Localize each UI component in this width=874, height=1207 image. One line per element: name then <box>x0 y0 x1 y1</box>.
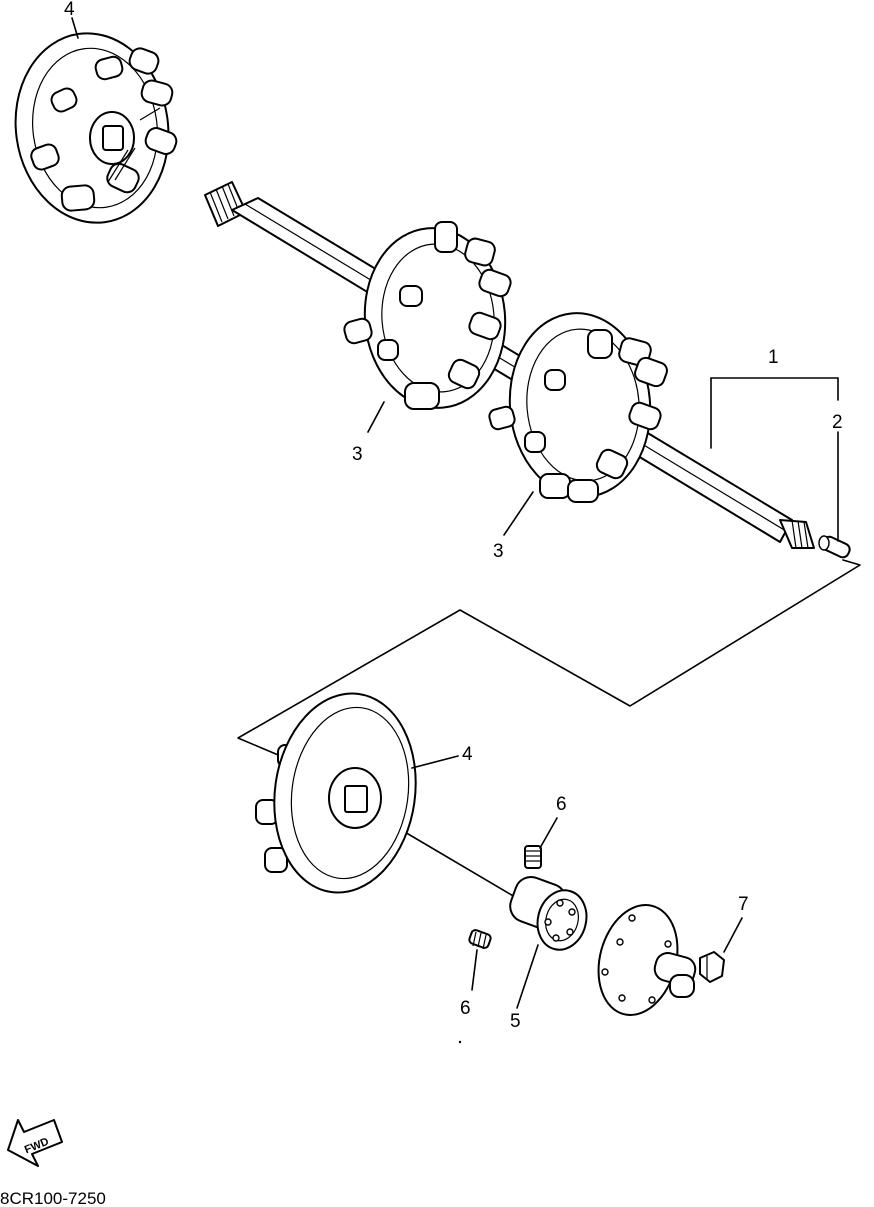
assembly-path <box>237 559 861 898</box>
callout-nut: 7 <box>738 894 749 915</box>
drive-shaft <box>204 181 815 549</box>
callout-7-leader <box>723 917 743 953</box>
callout-4-top-leader <box>71 17 79 39</box>
callout-collar-left: 6 <box>460 998 471 1019</box>
callout-6-top-leader <box>539 817 558 849</box>
nut <box>699 951 725 983</box>
callout-5-leader <box>516 944 539 1009</box>
callout-4-bottom-leader <box>411 755 459 769</box>
callout-6-left-leader <box>471 949 478 991</box>
flange-hub <box>597 904 697 1016</box>
callout-wheel-top: 4 <box>64 0 75 20</box>
bearing <box>509 876 588 951</box>
collar-top <box>524 845 542 869</box>
idler-wheel-bottom <box>255 692 417 894</box>
callout-shaft-plug: 2 <box>832 412 843 433</box>
sprocket-a <box>343 221 512 410</box>
sprocket-b <box>488 312 668 503</box>
collar-left <box>468 929 492 950</box>
callout-3a-leader <box>367 401 385 433</box>
callout-sprocket-b: 3 <box>493 541 504 562</box>
stray-dot <box>458 1040 462 1044</box>
idler-wheel-top <box>14 32 178 224</box>
callout-sprocket-a: 3 <box>352 444 363 465</box>
callout-wheel-bottom: 4 <box>462 744 473 765</box>
callout-bearing: 5 <box>510 1011 521 1032</box>
callout-3b-leader <box>503 491 534 536</box>
fwd-arrow-icon: FWD <box>7 1119 63 1167</box>
callout-shaft: 1 <box>768 347 779 368</box>
diagram-code: 8CR100-7250 <box>0 1189 106 1207</box>
callout-collar-top: 6 <box>556 794 567 815</box>
shaft-plug <box>818 535 851 559</box>
callout-1-bracket <box>710 377 839 542</box>
